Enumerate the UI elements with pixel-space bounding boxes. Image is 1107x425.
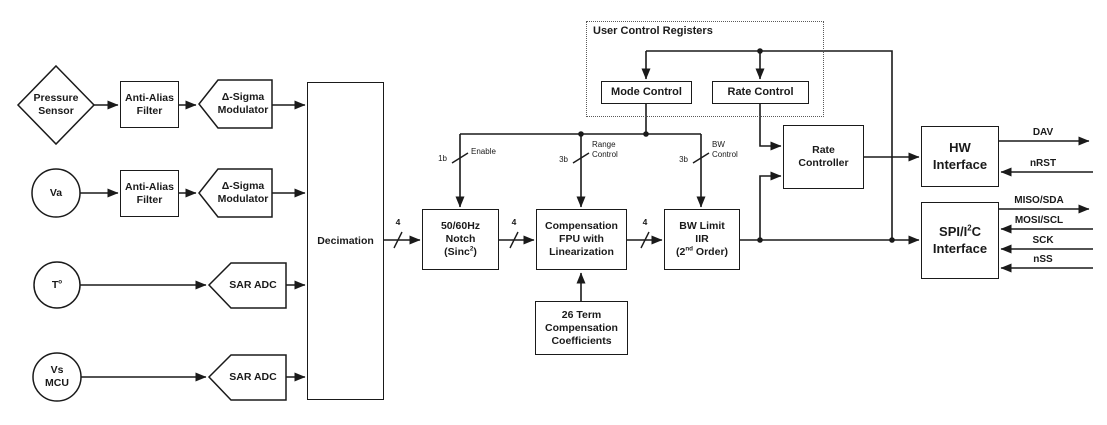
bus-width-dec-notch: 4 [395,217,401,227]
range-bus-name: Range Control [592,140,618,159]
temperature-label: To [51,278,63,291]
nss-signal-label: nSS [1033,254,1053,265]
user-control-registers-group [586,21,824,117]
hw-interface-block: HW Interface [921,126,999,187]
range-bus-width: 3b [559,155,568,164]
bus-width-comp-bw: 4 [642,217,648,227]
wire-data-to-rate-controller [759,171,782,240]
compensation-coefficients-block: 26 Term Compensation Coefficients [535,301,628,355]
va-label: Va [49,187,63,199]
delta-sigma-modulator-2-label: Δ-Sigma Modulator [217,180,269,205]
mode-control-register: Mode Control [601,81,692,104]
rate-control-register: Rate Control [712,81,809,104]
bus-slash [451,152,469,164]
pressure-sensor-label: Pressure Sensor [16,92,96,118]
bus-width-notch-comp: 4 [511,217,517,227]
junction-dot [757,237,763,243]
enable-bus-width: 1b [438,154,447,163]
compensation-fpu-block: Compensation FPU with Linearization [536,209,627,270]
bus-slash [393,231,403,249]
bus-slash [509,231,519,249]
delta-sigma-modulator-1-label: Δ-Sigma Modulator [217,91,269,116]
bw-bus-width: 3b [679,155,688,164]
miso-sda-signal-label: MISO/SDA [1014,195,1064,206]
decimation-block: Decimation [307,82,384,400]
pressure-sensor-diamond [16,64,96,146]
rate-controller-block: Rate Controller [783,125,864,189]
junction-dot [889,237,895,243]
user-control-registers-title: User Control Registers [593,25,713,37]
bus-slashes [393,152,710,249]
sar-adc-2-shape [207,354,287,401]
wire-rate-control-to-rate-controller [759,103,782,151]
bus-slash [640,231,650,249]
source-shapes [16,64,287,402]
enable-bus-name: Enable [471,147,496,156]
sar-adc-1-shape [207,262,287,309]
delta-sigma-modulator-2-shape [198,168,273,218]
anti-alias-filter-1: Anti-Alias Filter [120,81,179,128]
junction-dot [643,131,649,137]
nrst-signal-label: nRST [1029,158,1057,169]
sar-adc-2-label: SAR ADC [229,371,277,383]
bus-slash [692,152,710,164]
mosi-scl-signal-label: MOSI/SCL [1014,215,1064,226]
bus-slash [572,152,590,164]
junction-dot [578,131,584,137]
delta-sigma-modulator-1-shape [198,79,273,129]
sar-adc-1-label: SAR ADC [229,279,277,291]
notch-filter-block: 50/60Hz Notch (Sinc2) [422,209,499,270]
vs-mcu-label: Vs MCU [45,364,69,389]
anti-alias-filter-2: Anti-Alias Filter [120,170,179,217]
sck-signal-label: SCK [1032,235,1054,246]
pressure-sensor-line2: Sensor [38,105,74,117]
spi-i2c-interface-block: SPI/I2C Interface [921,202,999,279]
wire-register-feed [646,50,893,240]
junction-dot [757,48,763,54]
bw-bus-name: BW Control [712,140,738,159]
bw-limit-iir-block: BW Limit IIR (2nd Order) [664,209,740,270]
junction-dots [578,48,895,243]
dav-signal-label: DAV [1032,127,1054,138]
pressure-sensor-line1: Pressure [33,92,79,104]
